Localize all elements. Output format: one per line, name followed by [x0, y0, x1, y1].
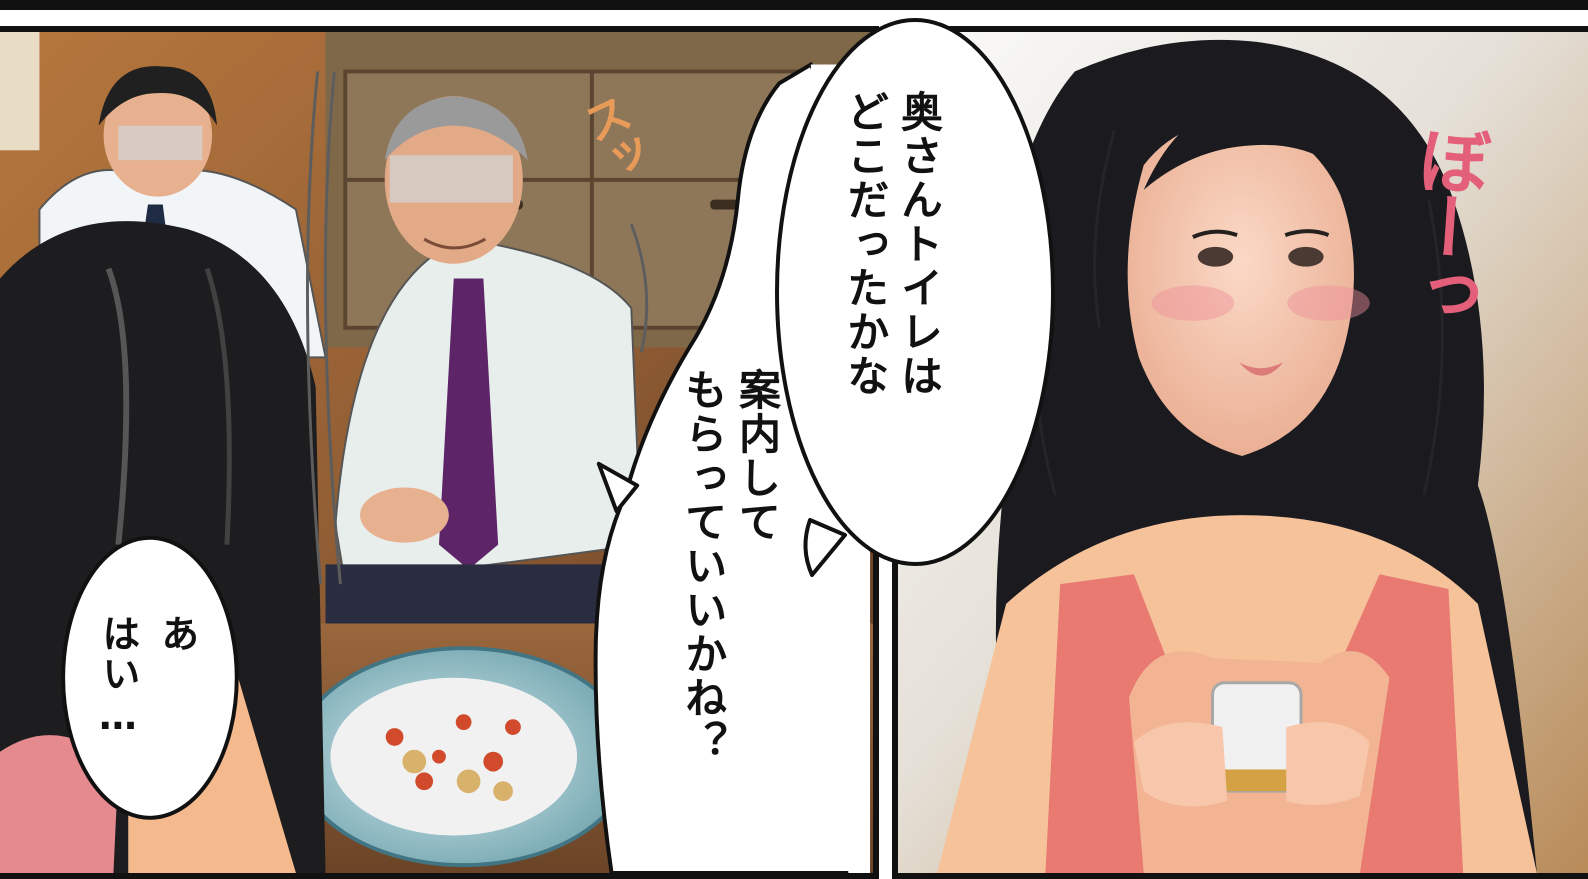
main-speech-bubble-text: 案内して もらっていいかね？ — [678, 368, 782, 764]
shared-speech-bubble-text: 奥さんトイレは どこだったかな — [840, 90, 944, 398]
right-panel: ぼーっ — [892, 26, 1588, 879]
left-panel: スッ あ はい… 案内して もらっていいかね？ — [0, 26, 879, 879]
right-sound-effect: ぼーっ — [1395, 121, 1493, 325]
top-rule — [0, 0, 1588, 10]
small-speech-bubble-text: あ はい… — [95, 614, 199, 740]
